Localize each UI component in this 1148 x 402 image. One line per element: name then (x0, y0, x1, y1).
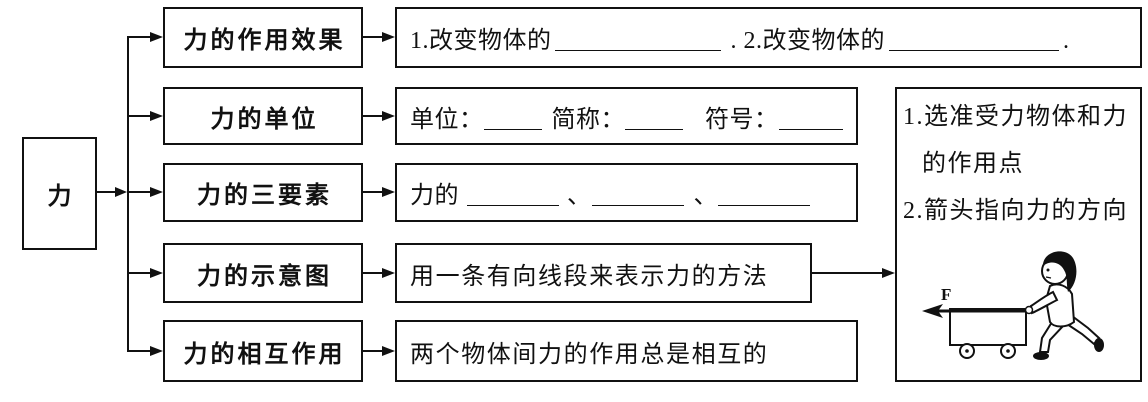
detail-arrowhead-diagram (382, 268, 395, 278)
fill-blank (625, 128, 683, 130)
elements-prefix: 力的 (410, 183, 459, 209)
detail-arrowhead-interaction (382, 346, 395, 356)
root-concept-label: 力 (47, 182, 72, 210)
category-elements-label: 力的三要素 (197, 181, 332, 209)
category-diagram-box: 力的示意图 (163, 243, 363, 303)
interaction-description: 两个物体间力的作用总是相互的 (410, 341, 769, 368)
detail-arrowhead-unit (382, 111, 395, 121)
step-2-line: 2.箭头指向力的方向 (903, 198, 1128, 224)
category-interaction-box: 力的相互作用 (163, 320, 363, 382)
category-unit-label: 力的单位 (210, 104, 319, 133)
symbol-label: 符号： (705, 106, 779, 133)
detail-effect-line: 1.改变物体的 . 2.改变物体的. (410, 20, 1070, 55)
category-unit-box: 力的单位 (163, 87, 363, 145)
elements-separator: 、 (567, 183, 592, 209)
detail-interaction-box: 两个物体间力的作用总是相互的 (395, 320, 858, 382)
fill-blank (554, 50, 721, 51)
category-effect-label: 力的作用效果 (183, 26, 346, 54)
category-diagram-label: 力的示意图 (197, 261, 332, 290)
category-interaction-label: 力的相互作用 (183, 339, 346, 368)
diagram-steps-box: 1.选准受力物体和力 的作用点 2.箭头指向力的方向 (895, 87, 1142, 382)
abbreviation-label: 简称： (551, 106, 625, 133)
detail-effect-box: 1.改变物体的 . 2.改变物体的. (395, 7, 1142, 68)
diagram-description: 用一条有向线段来表示力的方法 (410, 263, 769, 290)
detail-diagram-box: 用一条有向线段来表示力的方法 (395, 243, 812, 303)
step-1-line-b: 的作用点 (922, 151, 1024, 177)
branch-arrowhead-unit (150, 111, 163, 121)
fill-blank (483, 128, 542, 130)
fill-blank (718, 205, 810, 206)
fill-blank (889, 50, 1059, 51)
category-elements-box: 力的三要素 (163, 163, 363, 222)
effect-text-3: . (1063, 28, 1070, 54)
unit-label: 单位： (410, 106, 484, 133)
detail-elements-line: 力的 、 、 (410, 175, 810, 210)
branch-arrowhead-interaction (150, 346, 163, 356)
fill-blank (591, 205, 684, 206)
detail-unit-box: 单位： 简称： 符号： (395, 87, 858, 145)
root-concept-box: 力 (22, 137, 97, 250)
root-arrowhead (115, 187, 127, 197)
branch-arrowhead-effect (150, 32, 163, 42)
step-1-line-a: 1.选准受力物体和力 (903, 104, 1128, 130)
detail-arrowhead-effect (382, 32, 395, 42)
branch-arrowhead-elements (150, 187, 163, 197)
effect-text-2: . 2.改变物体的 (730, 28, 885, 54)
effect-text-1: 1.改变物体的 (410, 28, 552, 54)
detail-unit-line: 单位： 简称： 符号： (410, 99, 843, 134)
category-effect-box: 力的作用效果 (163, 7, 363, 68)
fill-blank (778, 128, 843, 130)
elements-separator: 、 (693, 183, 718, 209)
fill-blank (467, 205, 559, 206)
detail-elements-box: 力的 、 、 (395, 163, 858, 222)
detail-arrowhead-elements (382, 187, 395, 197)
steps-arrowhead (882, 268, 895, 278)
branch-arrowhead-diagram (150, 268, 163, 278)
